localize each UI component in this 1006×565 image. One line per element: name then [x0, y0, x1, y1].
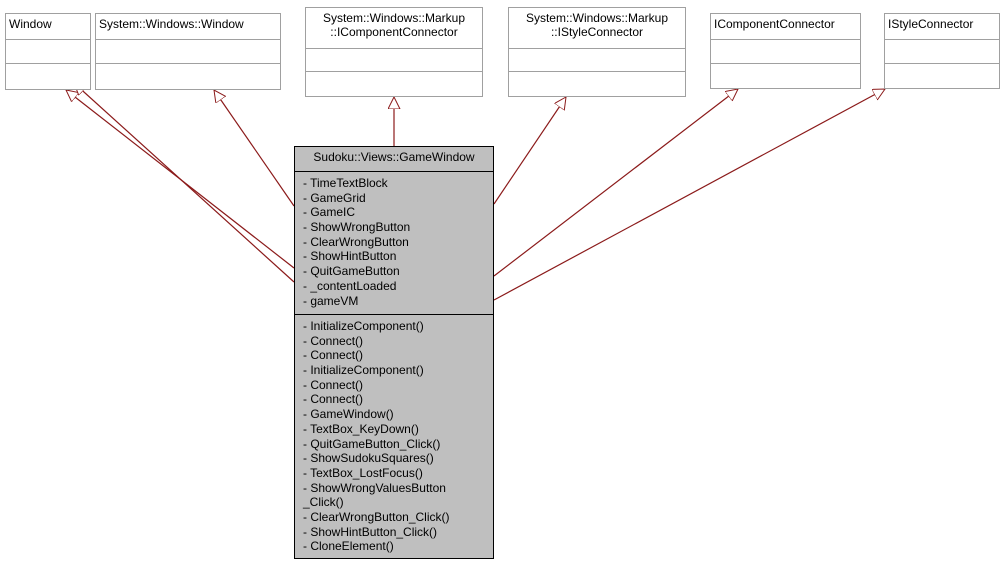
- class-title-line2: ::IStyleConnector: [550, 25, 644, 39]
- operation: - TextBox_KeyDown(): [303, 421, 419, 436]
- attribute: - GameGrid: [303, 190, 366, 205]
- arrow-icomponentconnector: [493, 89, 738, 277]
- class-title: IStyleConnector: [888, 17, 974, 31]
- operation: - ClearWrongButton_Click(): [303, 509, 450, 524]
- class-istyleconnector[interactable]: IStyleConnector: [884, 13, 1000, 89]
- arrow-window-2: [74, 83, 295, 283]
- class-istyleconnector-markup[interactable]: System::Windows::Markup ::IStyleConnecto…: [508, 7, 686, 97]
- class-title: System::Windows::Window: [99, 17, 244, 31]
- operation: - Connect(): [303, 348, 364, 363]
- class-title-line1: System::Windows::Markup: [322, 11, 466, 25]
- attribute: - ClearWrongButton: [303, 234, 409, 249]
- operation: - Connect(): [303, 333, 364, 348]
- class-icomponentconnector-markup[interactable]: System::Windows::Markup ::IComponentConn…: [305, 7, 483, 97]
- attribute: - ShowHintButton: [303, 249, 397, 264]
- operation: - CloneElement(): [303, 539, 394, 554]
- attribute: - _contentLoaded: [303, 278, 397, 293]
- attribute: - ShowWrongButton: [303, 220, 411, 235]
- class-title: IComponentConnector: [714, 17, 835, 31]
- class-title-line2: ::IComponentConnector: [330, 25, 458, 39]
- operation: - ShowWrongValuesButton: [303, 480, 446, 495]
- operation: - GameWindow(): [303, 407, 394, 422]
- operation-list: - InitializeComponent() - Connect() - Co…: [303, 319, 450, 554]
- attribute: - QuitGameButton: [303, 264, 400, 279]
- operation: - InitializeComponent(): [303, 363, 424, 378]
- arrow-system-windows-window: [214, 90, 295, 207]
- class-system-windows-window[interactable]: System::Windows::Window: [95, 13, 281, 90]
- operation: _Click(): [303, 495, 344, 510]
- operation: - QuitGameButton_Click(): [303, 436, 441, 451]
- class-icomponentconnector[interactable]: IComponentConnector: [710, 13, 861, 89]
- class-window[interactable]: Window: [5, 13, 91, 90]
- operation: - ShowSudokuSquares(): [303, 451, 434, 466]
- class-gamewindow[interactable]: Sudoku::Views::GameWindow - TimeTextBloc…: [294, 146, 494, 559]
- operation: - Connect(): [303, 392, 364, 407]
- class-title: Sudoku::Views::GameWindow: [313, 150, 475, 164]
- attribute-list: - TimeTextBlock - GameGrid - GameIC - Sh…: [303, 176, 410, 308]
- class-title: Window: [9, 17, 52, 31]
- attribute: - GameIC: [303, 205, 356, 220]
- attribute: - gameVM: [303, 293, 359, 308]
- operation: - Connect(): [303, 377, 364, 392]
- class-title-line1: System::Windows::Markup: [525, 11, 669, 25]
- arrow-istyleconnector: [493, 89, 885, 301]
- arrow-istyleconnector-markup: [493, 97, 566, 205]
- operation: - InitializeComponent(): [303, 319, 424, 333]
- operation: - ShowHintButton_Click(): [303, 524, 438, 539]
- attribute: - TimeTextBlock: [303, 176, 388, 190]
- operation: - TextBox_LostFocus(): [303, 465, 423, 480]
